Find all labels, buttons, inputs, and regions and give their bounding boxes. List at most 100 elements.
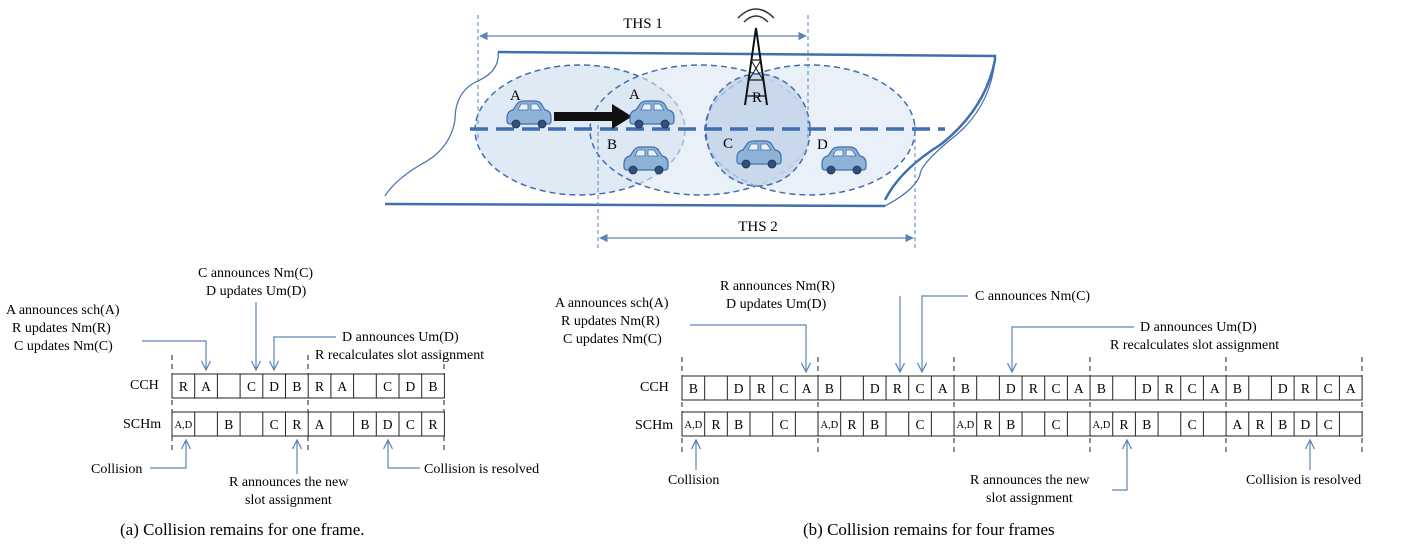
- panel-b-cch-slot: A: [1074, 381, 1084, 396]
- panel-a-resolved-pointer: [388, 440, 420, 469]
- panel-b-sch-slot: R: [711, 417, 720, 432]
- panel-b-sch-slot: B: [870, 417, 879, 432]
- panel-b-cch-slot: B: [1233, 381, 1242, 396]
- panel-a-cch-slot: C: [383, 379, 392, 394]
- panel-b-sch-slot: B: [1006, 417, 1015, 432]
- panel-b-cch-slot: C: [1188, 381, 1197, 396]
- panel-a-caption: (a) Collision remains for one frame.: [120, 520, 365, 539]
- panel-b-cch-slot: R: [1301, 381, 1310, 396]
- highway-scene: THS 1 THS 2 A A B C D: [384, 8, 997, 250]
- panel-b-sch-slot: B: [1278, 417, 1287, 432]
- panel-b-d-announces-pointer: [1012, 326, 1134, 372]
- panel-a-sch-slot: R: [292, 417, 301, 432]
- panel-b-sch-slot: R: [1256, 417, 1265, 432]
- panel-a-cch-slot: A: [201, 379, 211, 394]
- panel-a-a-announces-pointer: [142, 340, 206, 370]
- panel-b-sch-slot: D: [1301, 417, 1311, 432]
- panel-a-resolved-label: Collision is resolved: [424, 462, 539, 477]
- panel-b-cch-slot: C: [780, 381, 789, 396]
- panel-b-r-announces-pointer: [1112, 440, 1127, 491]
- panel-a-cch-slot: R: [315, 379, 324, 394]
- panel-a-d-announces-pointer: [274, 336, 336, 370]
- node-label-a-start: A: [510, 88, 521, 104]
- panel-a-d-announces-line1: D announces Um(D): [342, 330, 459, 345]
- panel-a-r-announces-line1: R announces the new: [229, 475, 349, 490]
- panel-a-cch-slot: B: [292, 379, 301, 394]
- panel-b-sch-slot: A,D: [820, 420, 838, 431]
- panel-a-a-announces-line2: R updates Nm(R): [12, 321, 111, 336]
- panel-b-cch-slot: D: [1142, 381, 1152, 396]
- panel-b-cch-slot: B: [961, 381, 970, 396]
- panel-a-r-announces-line2: slot assignment: [245, 493, 332, 508]
- panel-b-sch-slot: C: [1188, 417, 1197, 432]
- panel-a-c-announces-line2: D updates Um(D): [206, 284, 307, 299]
- panel-b-r-announces-nm-line1: R announces Nm(R): [720, 279, 835, 294]
- panel-a-c-announces-line1: C announces Nm(C): [198, 266, 313, 281]
- panel-b-sch-slot: B: [1142, 417, 1151, 432]
- node-label-d: D: [817, 137, 828, 153]
- panel-a-cch-slot: D: [405, 379, 415, 394]
- panel-b-resolved-label: Collision is resolved: [1246, 473, 1361, 488]
- panel-b-cch-slot: A: [938, 381, 948, 396]
- panel-b-sch-slot: C: [1324, 417, 1333, 432]
- node-label-a-moved: A: [629, 87, 640, 103]
- panel-a-cch-slot: A: [337, 379, 347, 394]
- panel-b-sch-slot: R: [984, 417, 993, 432]
- panel-b-cch-slot: B: [1097, 381, 1106, 396]
- road-left-edge: [384, 51, 499, 197]
- radio-tower-icon: [737, 8, 775, 106]
- road-right-edge: [884, 59, 996, 207]
- panel-b-cch-slot: A: [802, 381, 812, 396]
- panel-b-a-announces-line3: C updates Nm(C): [563, 332, 662, 347]
- panel-b-sch-slot: A,D: [956, 420, 974, 431]
- panel-b-cch-slot: R: [1165, 381, 1174, 396]
- panel-a-sch-slot: C: [406, 417, 415, 432]
- panel-b-caption: (b) Collision remains for four frames: [803, 520, 1055, 539]
- panel-a-sch-slot: A,D: [174, 420, 192, 431]
- panel-a-collision-pointer: [150, 440, 186, 469]
- panel-b-cch-slot: B: [825, 381, 834, 396]
- panel-b-sch-slot: R: [848, 417, 857, 432]
- panel-a-a-announces-line1: A announces sch(A): [6, 303, 120, 318]
- panel-a-sch-slot: D: [383, 417, 393, 432]
- panel-a-sch-slot: B: [360, 417, 369, 432]
- panel-a-d-announces-line2: R recalculates slot assignment: [315, 348, 484, 363]
- panel-b-c-announces-label: C announces Nm(C): [975, 289, 1090, 304]
- panel-b-sch-slot: R: [1120, 417, 1129, 432]
- panel-b-sch-slot: C: [780, 417, 789, 432]
- panel-b-d-announces-line1: D announces Um(D): [1140, 320, 1257, 335]
- ths1-label: THS 1: [623, 16, 663, 32]
- road-top-edge: [497, 50, 997, 201]
- panel-b-cch-slot: R: [757, 381, 766, 396]
- panel-a-sch-slot: R: [429, 417, 438, 432]
- panel-b-a-announces-pointer: [690, 324, 806, 372]
- panel-b-cch-slot: D: [734, 381, 744, 396]
- panel-b-sch-label: SCHm: [635, 418, 673, 433]
- panel-b-r-announces-line1: R announces the new: [970, 473, 1090, 488]
- panel-a-sch-slot: B: [224, 417, 233, 432]
- panel-a-collision-label: Collision: [91, 462, 142, 477]
- road-bottom-edge: [384, 202, 886, 208]
- panel-b-cch-slot: D: [1278, 381, 1288, 396]
- panel-a-sch-slot: C: [270, 417, 279, 432]
- panel-b-r-announces-nm-line2: D updates Um(D): [726, 297, 827, 312]
- panel-b-sch-slot: A,D: [1092, 420, 1110, 431]
- panel-b-cch-slot: C: [1052, 381, 1061, 396]
- panel-b-sch-slot: A: [1233, 417, 1243, 432]
- panel-a-sch-label: SCHm: [123, 417, 161, 432]
- panel-b-cch-slot: C: [916, 381, 925, 396]
- panel-b-a-announces-line1: A announces sch(A): [555, 296, 669, 311]
- panel-b-sch-slot: A,D: [684, 420, 702, 431]
- ths2-label: THS 2: [738, 219, 778, 235]
- panel-b-c-announces-pointer: [922, 295, 968, 372]
- panel-b-cch-slot: D: [870, 381, 880, 396]
- panel-b-sch-slot: C: [1052, 417, 1061, 432]
- panel-a-cch-slot: C: [247, 379, 256, 394]
- panel-b-collision-label: Collision: [668, 473, 719, 488]
- panel-a-a-announces-line3: C updates Nm(C): [14, 339, 113, 354]
